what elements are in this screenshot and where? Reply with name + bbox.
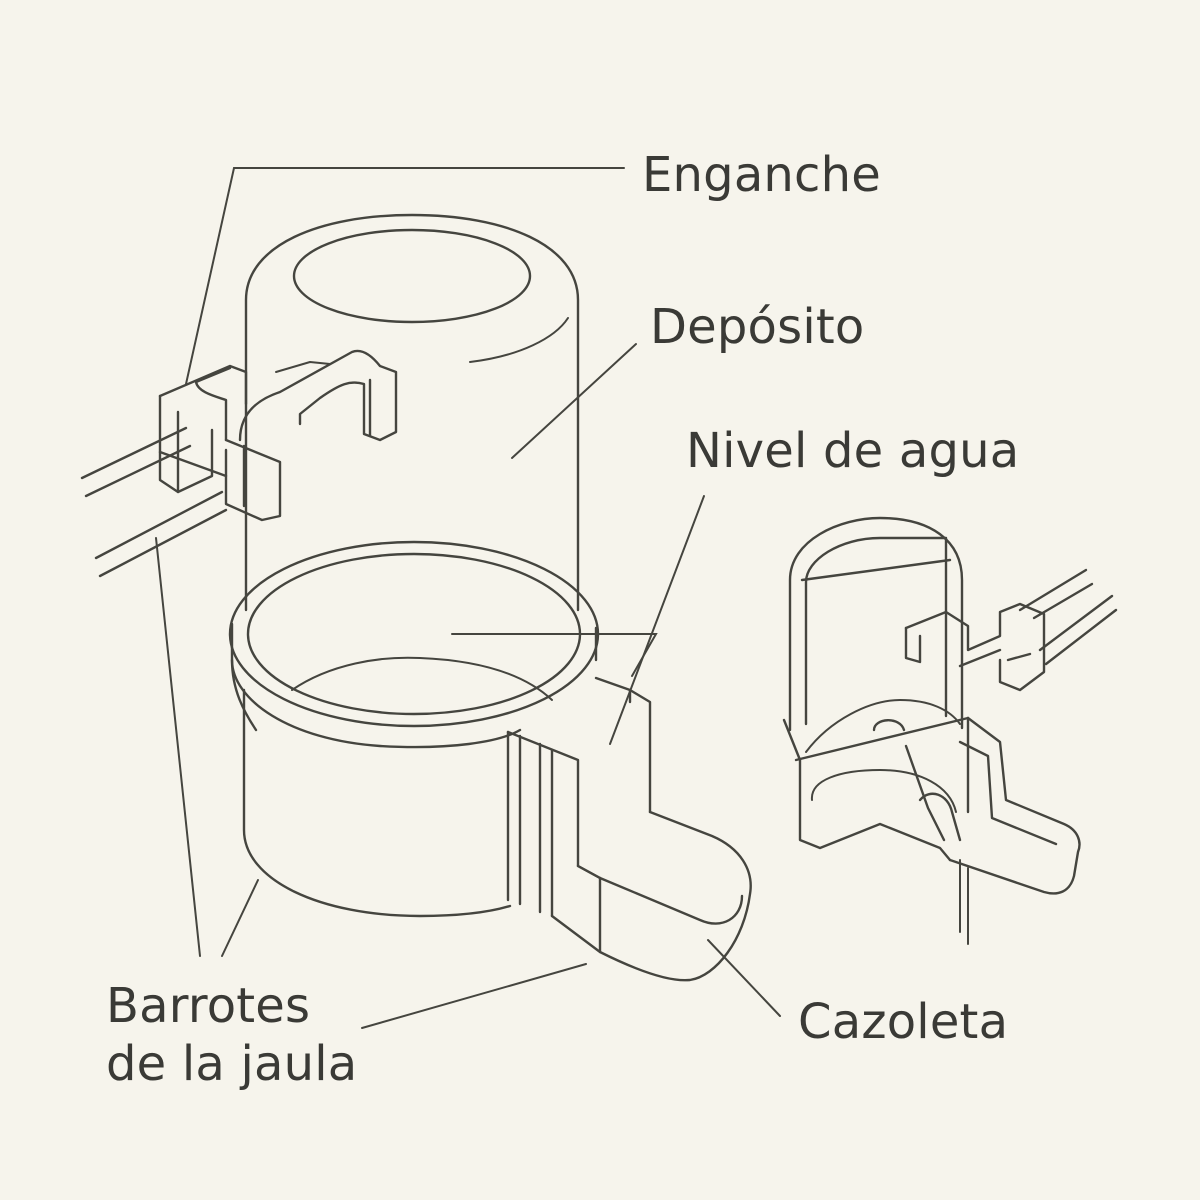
label-hook: Enganche	[642, 147, 881, 203]
label-reservoir: Depósito	[650, 299, 865, 355]
leader-bars-1	[155, 537, 201, 957]
leader-water-level	[609, 495, 705, 745]
leader-water-level-horizontal	[451, 633, 658, 677]
label-cage-bars: Barrotes de la jaula	[106, 977, 357, 1093]
leader-dish	[707, 939, 781, 1017]
hook	[158, 349, 398, 522]
feeder-small	[782, 516, 1118, 895]
leader-reservoir	[511, 343, 637, 459]
leader-lines	[155, 167, 969, 1029]
reservoir-main	[244, 213, 580, 612]
label-cage-bars-line2: de la jaula	[106, 1036, 358, 1092]
leader-bars-2	[221, 879, 259, 957]
cup-main	[228, 540, 600, 918]
cage-bars-left	[80, 426, 228, 578]
label-dish: Cazoleta	[798, 994, 1009, 1050]
dish-spout	[506, 676, 752, 982]
label-water-level: Nivel de agua	[686, 423, 1020, 479]
label-cage-bars-line1: Barrotes	[106, 978, 311, 1034]
leader-hook	[185, 167, 625, 385]
leader-bars-3	[361, 963, 587, 1029]
